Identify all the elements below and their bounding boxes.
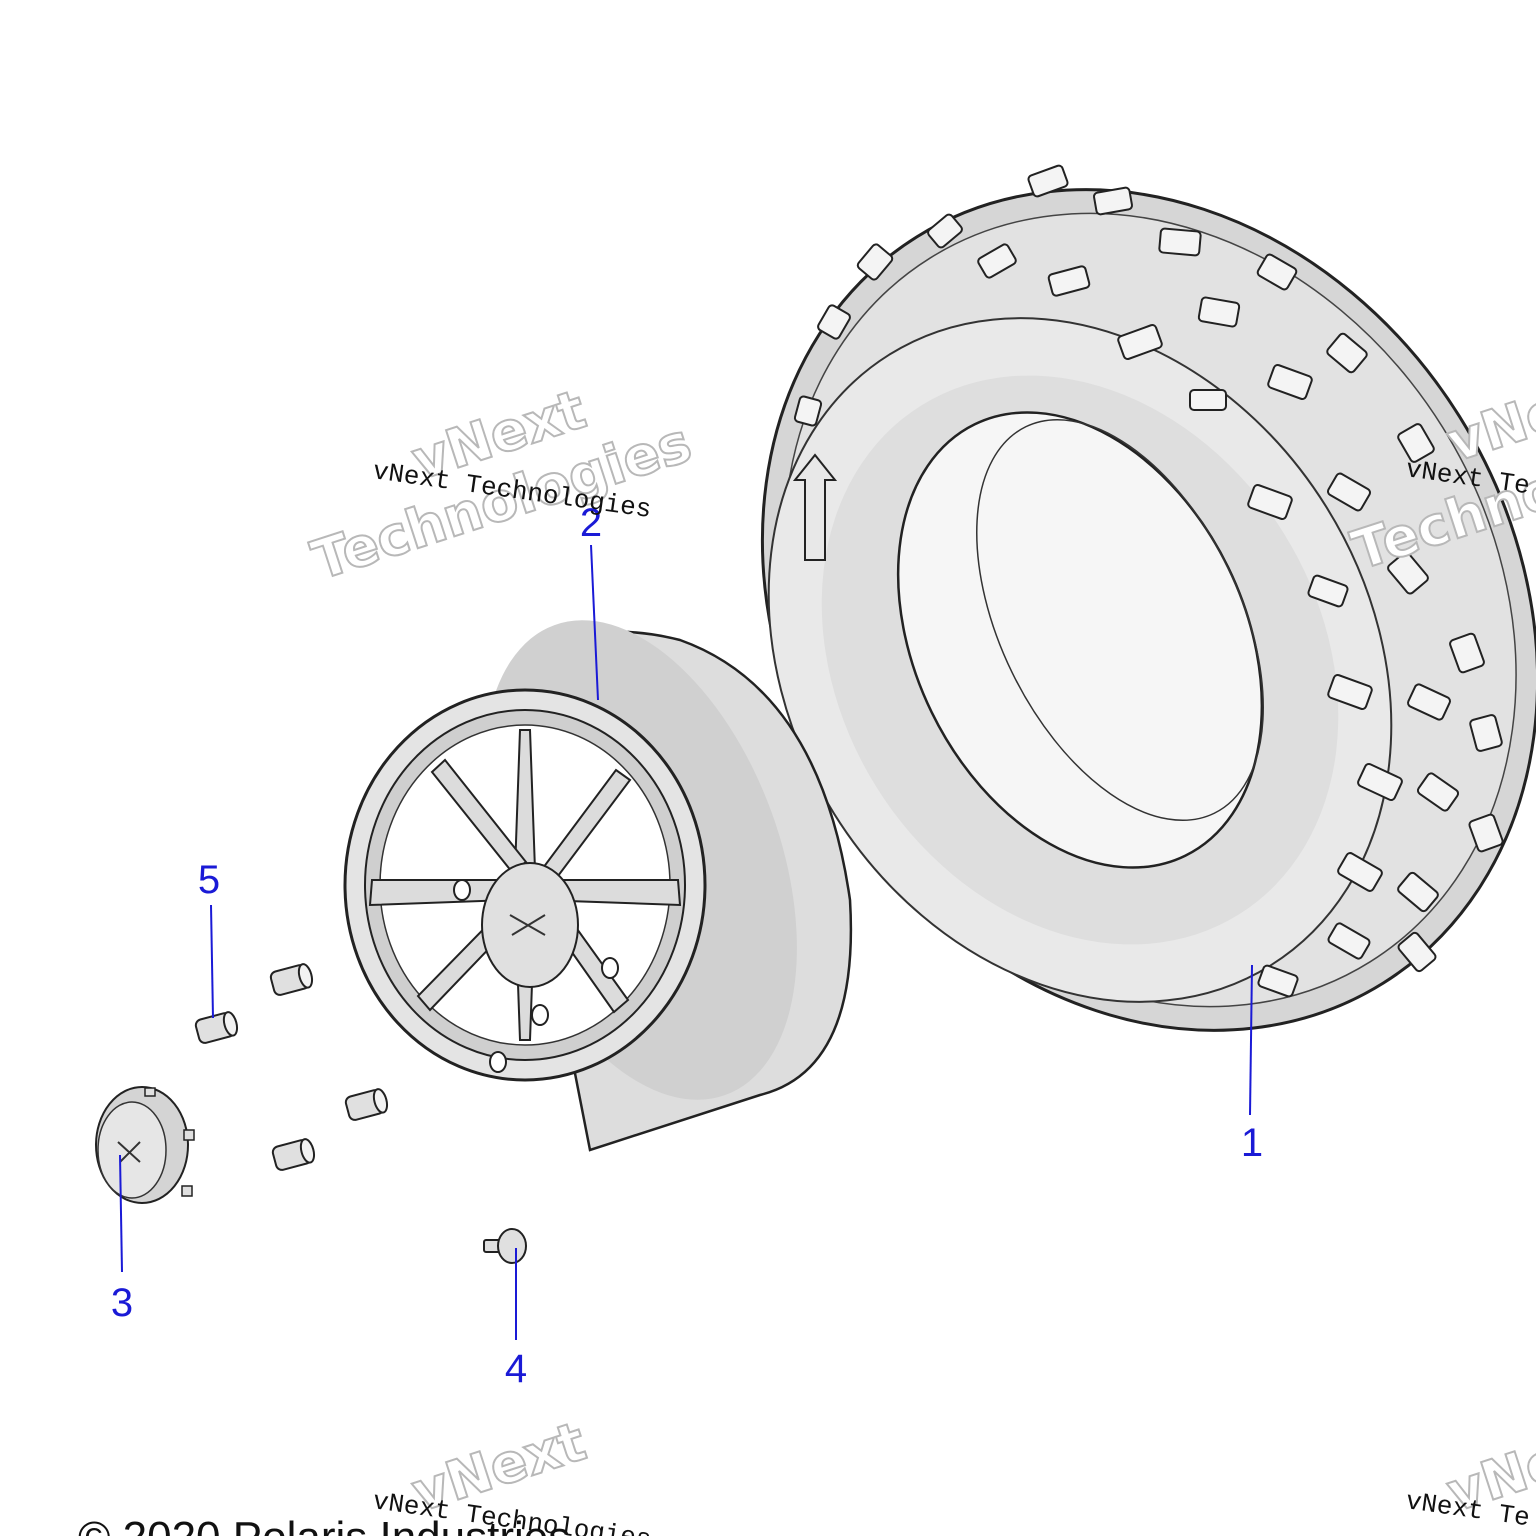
callout-2[interactable]: 2	[580, 501, 602, 545]
leader-lines	[119, 544, 1253, 1340]
callout-3[interactable]: 3	[111, 1281, 133, 1325]
center-cap-part[interactable]	[95, 1086, 195, 1204]
tire-part[interactable]	[607, 43, 1536, 1176]
wheel-part[interactable]	[343, 577, 857, 1152]
callout-5[interactable]: 5	[198, 858, 220, 902]
watermark-top-left: vNext Technologies vNext Technologies	[304, 377, 700, 594]
leader-line-3	[119, 1154, 123, 1273]
lug-nuts-part[interactable]	[194, 963, 390, 1172]
leader-line-2	[590, 544, 599, 701]
copyright-text: © 2020 Polaris Industries	[78, 1513, 570, 1536]
valve-stem-part[interactable]	[483, 1228, 527, 1264]
watermark-bottom-right: vNe vNext Te	[1404, 1427, 1536, 1533]
leader-line-5	[210, 904, 214, 1019]
leader-line-1	[1249, 964, 1253, 1116]
callout-4[interactable]: 4	[505, 1347, 527, 1391]
callout-1[interactable]: 1	[1241, 1121, 1263, 1165]
